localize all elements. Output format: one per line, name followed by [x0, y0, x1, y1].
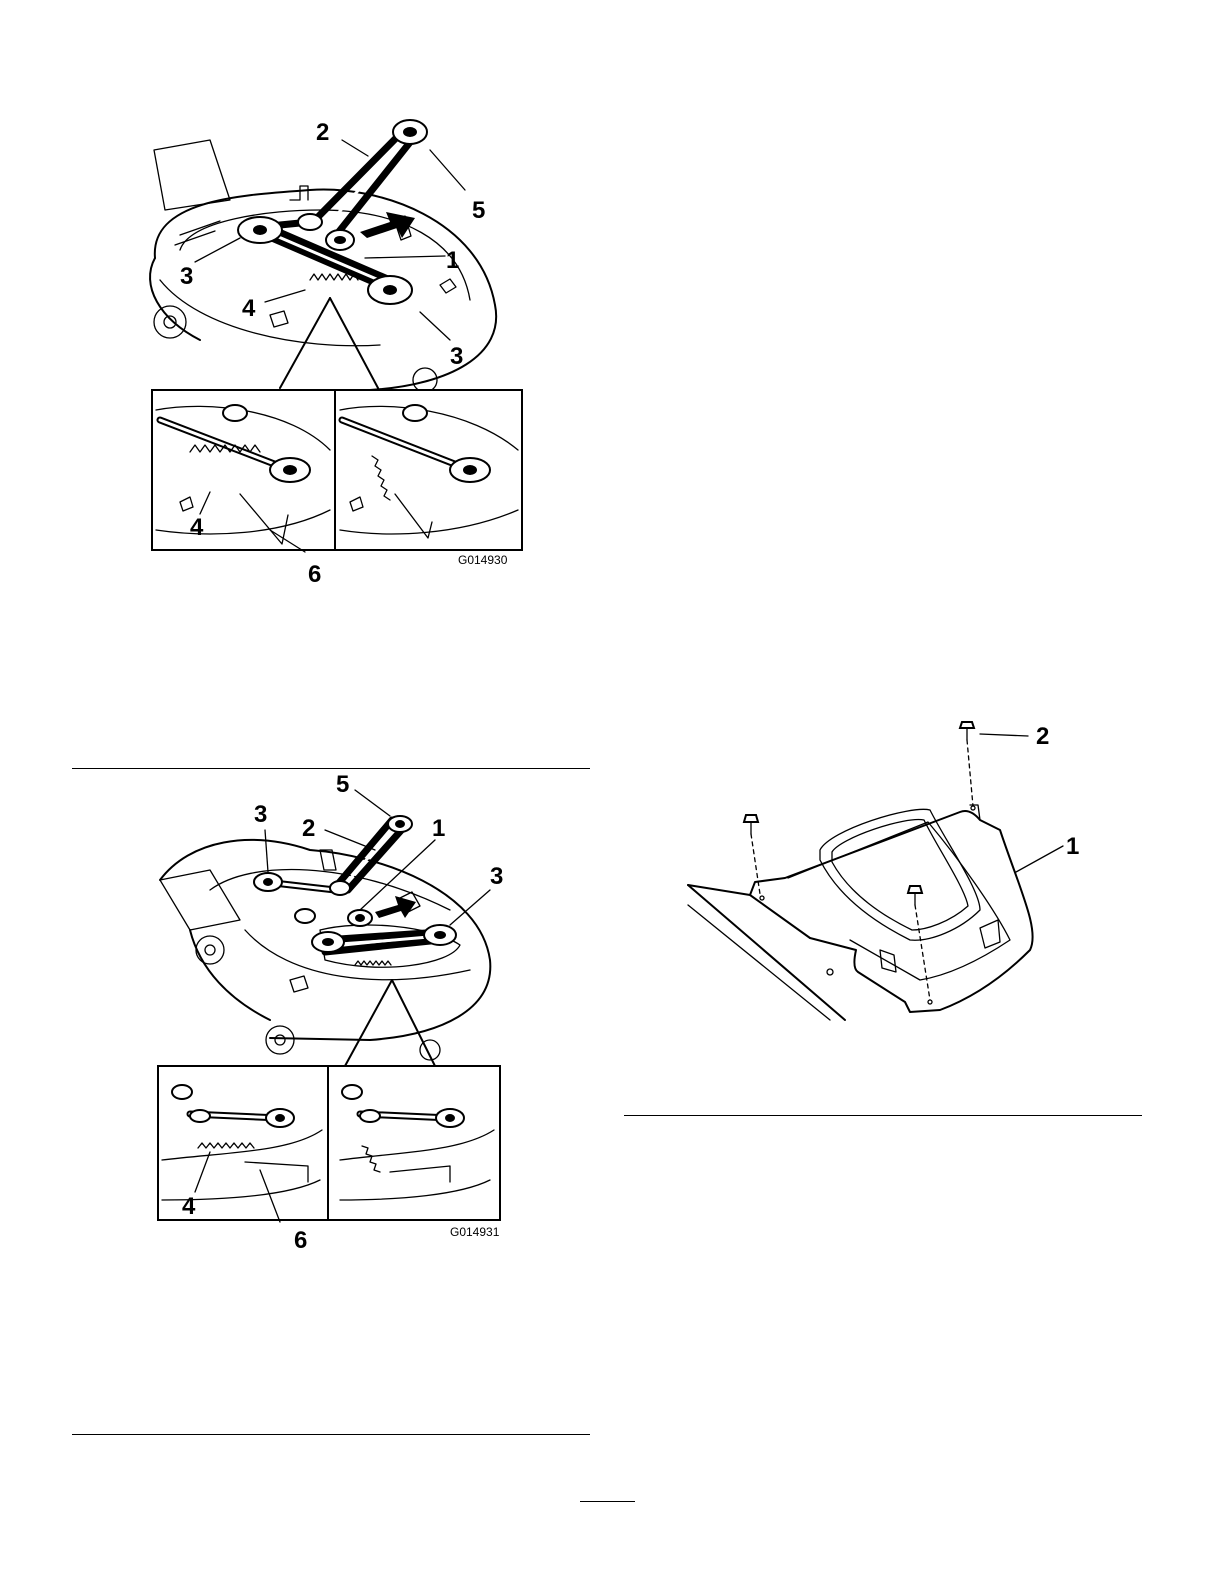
idler-pulley-small	[298, 214, 322, 230]
figure-divider	[624, 1115, 1142, 1116]
bolt-top-right	[960, 722, 975, 810]
callout-3-left: 3	[180, 263, 193, 290]
callout-6: 6	[294, 1227, 307, 1254]
hub-dot	[356, 915, 364, 921]
callout-3-right: 3	[490, 863, 503, 890]
deck-surface	[688, 885, 845, 1020]
callout-5: 5	[472, 197, 485, 224]
figure-3-belt-cover-diagram: 2 1	[680, 710, 1100, 1040]
idler-pulley-top-hub	[404, 128, 416, 136]
direction-arrow	[375, 896, 416, 918]
figure-1-belt-removal-diagram: 2 5 1 3 4 3 4 6 G014930	[120, 110, 540, 590]
hub-dot	[254, 226, 266, 234]
drive-belt	[258, 132, 415, 287]
idler-pulley	[330, 881, 350, 895]
detail-inset	[152, 390, 522, 552]
figure-code: G014931	[450, 1225, 500, 1239]
hub-dot	[396, 821, 404, 827]
hub-dot	[323, 939, 333, 945]
callout-1: 1	[446, 247, 459, 274]
hub-dot	[384, 286, 396, 294]
callout-1: 1	[432, 815, 445, 842]
figure-2-belt-removal-diagram: 3 5 2 1 3 4 6 G014931	[150, 780, 510, 1260]
hub-dot	[435, 932, 445, 938]
callout-2: 2	[316, 119, 329, 146]
figure-divider	[72, 768, 590, 769]
callout-4-top: 4	[242, 295, 256, 322]
callout-3-right: 3	[450, 343, 463, 370]
callout-2: 2	[302, 815, 315, 842]
detail-inset	[158, 1066, 500, 1222]
hub-dot	[264, 879, 272, 885]
idler-spring	[355, 961, 391, 965]
callout-6: 6	[308, 561, 321, 588]
figure-code: G014930	[458, 553, 508, 567]
callout-5: 5	[336, 771, 349, 798]
callout-3-left: 3	[254, 801, 267, 828]
hub-dot	[335, 237, 345, 243]
callout-4-inset: 4	[190, 514, 204, 541]
page-number-rule	[580, 1501, 635, 1502]
figure-divider	[72, 1434, 590, 1435]
belt-cover	[750, 805, 1033, 1012]
callout-2: 2	[1036, 723, 1049, 750]
idler-pulley-aux	[295, 909, 315, 923]
callout-1: 1	[1066, 833, 1079, 860]
mower-deck-shape	[150, 140, 496, 392]
direction-arrow	[360, 212, 415, 238]
callout-4: 4	[182, 1193, 196, 1220]
bolt-center	[908, 886, 932, 1004]
drive-belt	[265, 820, 440, 952]
